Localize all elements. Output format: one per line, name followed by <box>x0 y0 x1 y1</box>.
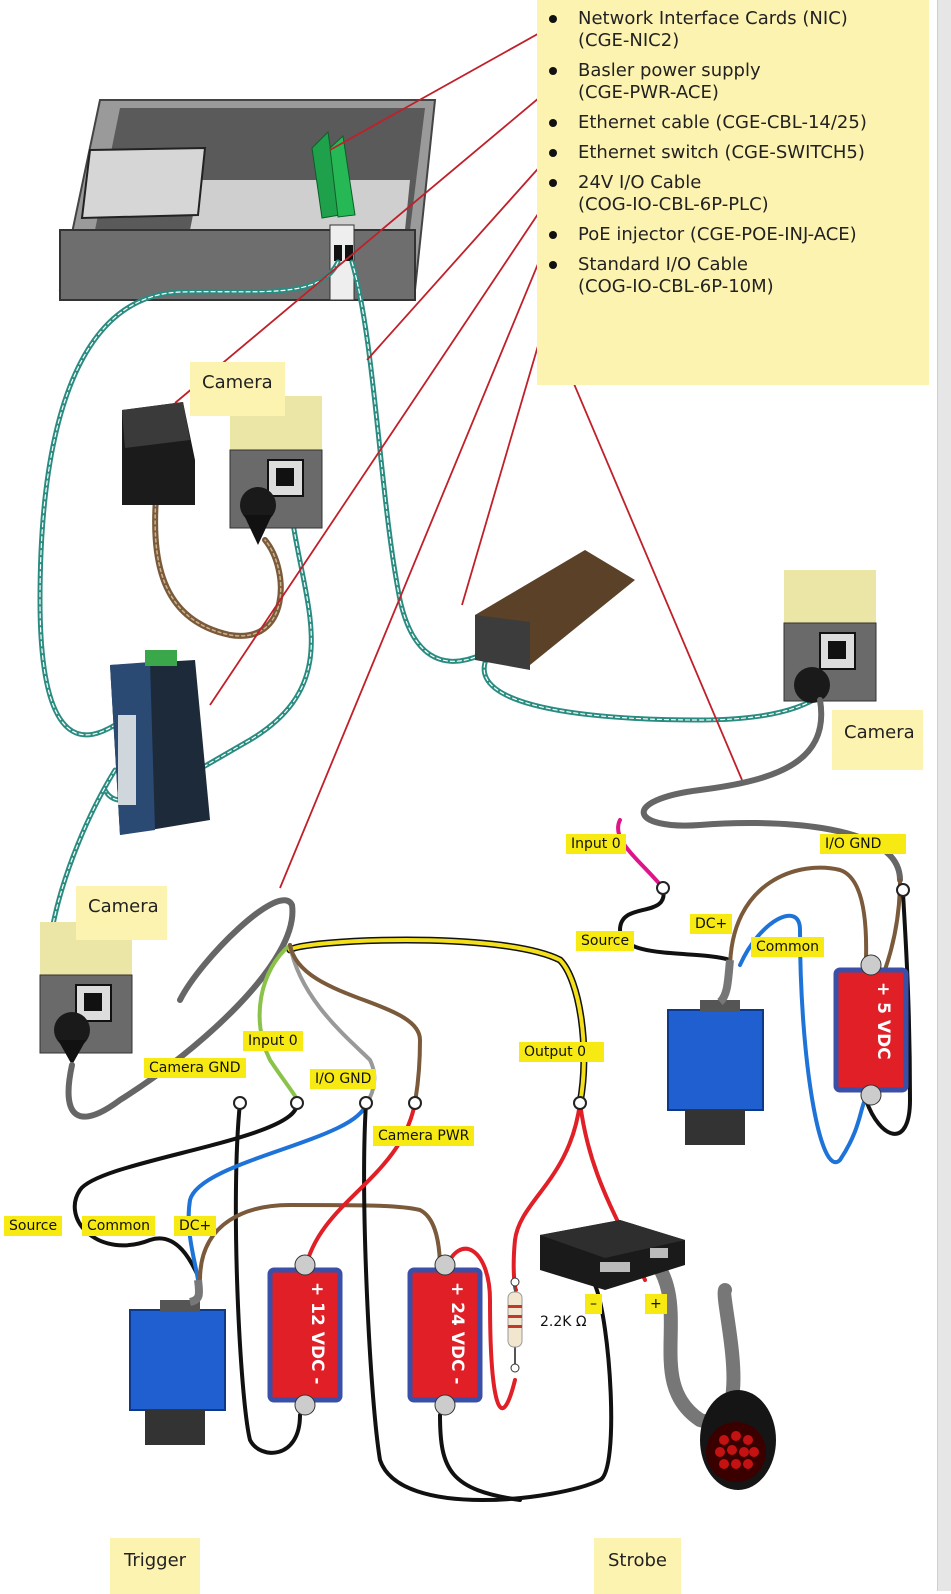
power-cables <box>152 482 284 639</box>
sensor-left <box>129 1279 226 1445</box>
pointer-lines <box>174 25 743 889</box>
tag-input0-left: Input 0 <box>243 1031 303 1051</box>
legend-item-24v-io-cable: 24V I/O Cable(COG-IO-CBL-6P-PLC) <box>537 172 929 216</box>
tag-strobe-minus: – <box>585 1294 602 1314</box>
tag-source-right: Source <box>576 931 635 951</box>
legend-item-standard-io-cable: Standard I/O Cable(COG-IO-CBL-6P-10M) <box>537 254 929 298</box>
tag-camera-pwr: Camera PWR <box>373 1126 475 1146</box>
supply-5vdc: + 5 VDC <box>833 954 909 1106</box>
camera-right <box>783 570 877 703</box>
tag-io-gnd-left: I/O GND <box>310 1069 377 1089</box>
tag-camera-gnd: Camera GND <box>144 1058 246 1078</box>
tag-common-right: Common <box>751 937 825 957</box>
io-cables-gray <box>65 697 903 1429</box>
legend-item-poe-injector: PoE injector (CGE-POE-INJ-ACE) <box>537 224 929 246</box>
legend-item-nic: Network Interface Cards (NIC)(CGE-NIC2) <box>537 8 929 52</box>
tag-input0-right: Input 0 <box>566 834 626 854</box>
strobe-light <box>700 1390 776 1490</box>
tag-dc-plus-left: DC+ <box>174 1216 217 1236</box>
tag-output0: Output 0 <box>519 1042 604 1062</box>
label-camera-left: Camera <box>76 886 167 940</box>
legend-item-ethernet-cable: Ethernet cable (CGE-CBL-14/25) <box>537 112 929 134</box>
page-scrollbar[interactable] <box>937 0 951 1591</box>
supply-12vdc: + 12 VDC - <box>267 1254 343 1416</box>
tag-dc-plus-right: DC+ <box>690 914 733 934</box>
ethernet-switch <box>110 650 210 835</box>
pc-enclosure <box>58 99 437 301</box>
tag-source-left: Source <box>4 1216 63 1236</box>
camera-top <box>229 396 323 545</box>
sensor-right <box>667 959 764 1145</box>
label-strobe: Strobe <box>594 1538 682 1594</box>
wire-terminals <box>233 881 910 1110</box>
resistor <box>507 1277 523 1373</box>
label-trigger: Trigger <box>110 1538 201 1594</box>
basler-power-supply <box>122 402 195 505</box>
strobe-controller <box>540 1220 685 1290</box>
supply-5vdc-label: + 5 VDC <box>873 982 893 1060</box>
label-camera-right: Camera <box>832 710 923 770</box>
supply-24vdc-label: + 24 VDC - <box>447 1282 467 1384</box>
supply-24vdc: + 24 VDC - <box>407 1254 483 1416</box>
resistor-value: 2.2K Ω <box>540 1314 587 1330</box>
label-camera-top: Camera <box>190 362 285 416</box>
legend-item-power-supply: Basler power supply(CGE-PWR-ACE) <box>537 60 929 104</box>
tag-common-left: Common <box>82 1216 156 1236</box>
component-legend: Network Interface Cards (NIC)(CGE-NIC2) … <box>537 0 929 385</box>
tag-io-gnd-right: I/O GND <box>820 834 907 854</box>
legend-item-ethernet-switch: Ethernet switch (CGE-SWITCH5) <box>537 142 929 164</box>
supply-12vdc-label: + 12 VDC - <box>307 1282 327 1384</box>
poe-injector <box>475 550 635 670</box>
tag-strobe-plus: + <box>645 1294 667 1314</box>
camera-left <box>39 922 133 1065</box>
